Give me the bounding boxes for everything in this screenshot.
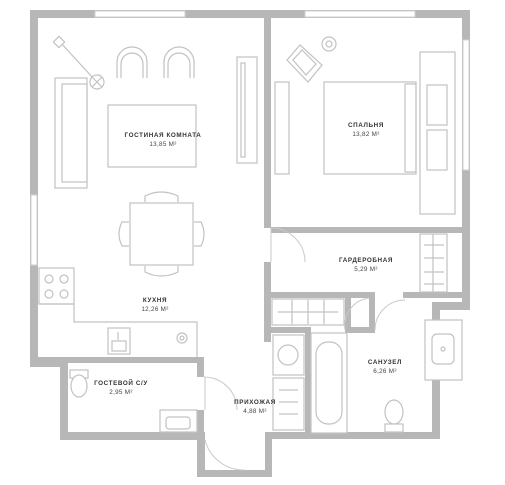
room-name-kitchen: КУХНЯ <box>143 297 167 304</box>
room-area-kitchen: 12,26 М² <box>141 306 168 313</box>
room-name-bedroom: СПАЛЬНЯ <box>348 122 384 129</box>
bedroom-furniture <box>274 36 456 215</box>
room-area-bathroom: 6,26 М² <box>373 368 396 375</box>
wardrobe-furniture <box>271 233 448 326</box>
guest-wc-furniture <box>69 369 198 433</box>
room-area-living: 13,85 М² <box>149 141 176 148</box>
room-name-living: ГОСТИНАЯ КОМНАТА <box>125 132 202 139</box>
living-room-furniture <box>52 35 258 189</box>
room-area-guest-wc: 2,95 М² <box>109 389 132 396</box>
room-name-hallway: ПРИХОЖАЯ <box>234 399 276 406</box>
dining-set <box>118 191 205 277</box>
kitchen-furniture <box>38 267 198 357</box>
room-name-guest-wc: ГОСТЕВОЙ С/У <box>94 378 148 387</box>
room-name-bathroom: САНУЗЕЛ <box>368 359 402 366</box>
bathroom-furniture <box>272 319 463 434</box>
windows <box>30 10 470 266</box>
room-labels: ГОСТИНАЯ КОМНАТА 13,85 М² СПАЛЬНЯ 13,82 … <box>94 122 402 415</box>
doors <box>203 227 406 471</box>
room-area-bedroom: 13,82 М² <box>352 131 379 138</box>
room-area-hallway: 4,88 М² <box>243 408 266 415</box>
room-area-wardrobe: 5,29 М² <box>354 266 377 273</box>
room-name-wardrobe: ГАРДЕРОБНАЯ <box>339 257 393 264</box>
